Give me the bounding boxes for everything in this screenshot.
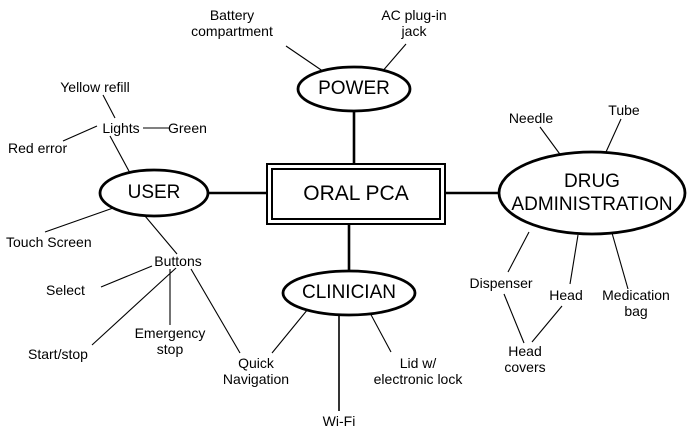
connector-dispenser-to-headcovers xyxy=(503,293,525,344)
leaf-yellow-refill[interactable]: Yellow refill xyxy=(60,79,130,95)
center-node-oral-pca[interactable]: ORAL PCA xyxy=(266,163,446,225)
connector-rederror-to-lights xyxy=(62,125,98,142)
node-label-drug-administration: DRUG ADMINISTRATION xyxy=(511,171,673,215)
leaf-select[interactable]: Select xyxy=(46,282,85,298)
connector-head-to-headcovers xyxy=(531,305,563,343)
subnode-buttons[interactable]: Buttons xyxy=(154,253,202,269)
leaf-wi-fi[interactable]: Wi-Fi xyxy=(322,413,356,429)
leaf-needle[interactable]: Needle xyxy=(508,110,554,126)
leaf-lid-electronic-lock[interactable]: Lid w/ electronic lock xyxy=(373,355,463,387)
leaf-head[interactable]: Head xyxy=(549,287,583,303)
subnode-lights[interactable]: Lights xyxy=(102,120,140,136)
leaf-ac-plug-in-jack[interactable]: AC plug-in jack xyxy=(381,7,447,39)
node-label-power: POWER xyxy=(318,78,390,99)
connector-startstop-to-buttons xyxy=(91,267,177,346)
leaf-start-stop[interactable]: Start/stop xyxy=(28,346,88,362)
leaf-battery-compartment[interactable]: Battery compartment xyxy=(191,7,273,39)
connector-needle-to-drug xyxy=(539,126,563,158)
connector-medbag-to-drug xyxy=(611,232,629,290)
connector-quicknav-to-clinician xyxy=(271,308,309,354)
connector-lid-to-clinician xyxy=(368,310,392,353)
leaf-quick-navigation[interactable]: Quick Navigation xyxy=(222,355,290,387)
connector-tube-to-drug xyxy=(605,118,622,153)
node-label-user: USER xyxy=(127,182,181,203)
leaf-emergency-stop[interactable]: Emergency stop xyxy=(134,325,206,357)
leaf-tube[interactable]: Tube xyxy=(608,102,640,118)
connector-quicknav-to-buttons xyxy=(190,268,241,354)
node-drug-ellipse[interactable] xyxy=(497,150,687,236)
node-label-clinician: CLINICIAN xyxy=(302,282,396,303)
leaf-head-covers[interactable]: Head covers xyxy=(504,343,546,375)
connector-touchscreen-to-user xyxy=(44,206,117,233)
node-power-ellipse[interactable] xyxy=(296,65,412,113)
connector-dispenser-to-drug xyxy=(507,231,530,273)
node-clinician-ellipse[interactable] xyxy=(281,269,417,317)
leaf-medication-bag[interactable]: Medication bag xyxy=(602,287,670,319)
node-user-ellipse[interactable] xyxy=(98,168,210,218)
leaf-dispenser[interactable]: Dispenser xyxy=(469,275,533,291)
connector-acjack-to-power xyxy=(380,43,407,74)
connector-lights-to-user xyxy=(109,135,131,174)
center-node-label: ORAL PCA xyxy=(271,168,441,220)
leaf-green[interactable]: Green xyxy=(168,120,207,136)
connector-head-to-drug xyxy=(569,234,579,285)
connector-yellow-to-lights xyxy=(102,94,116,119)
leaf-red-error[interactable]: Red error xyxy=(8,140,68,156)
connector-select-to-buttons xyxy=(100,265,153,288)
leaf-touch-screen[interactable]: Touch Screen xyxy=(6,234,92,250)
connector-user-to-buttons xyxy=(144,215,178,255)
